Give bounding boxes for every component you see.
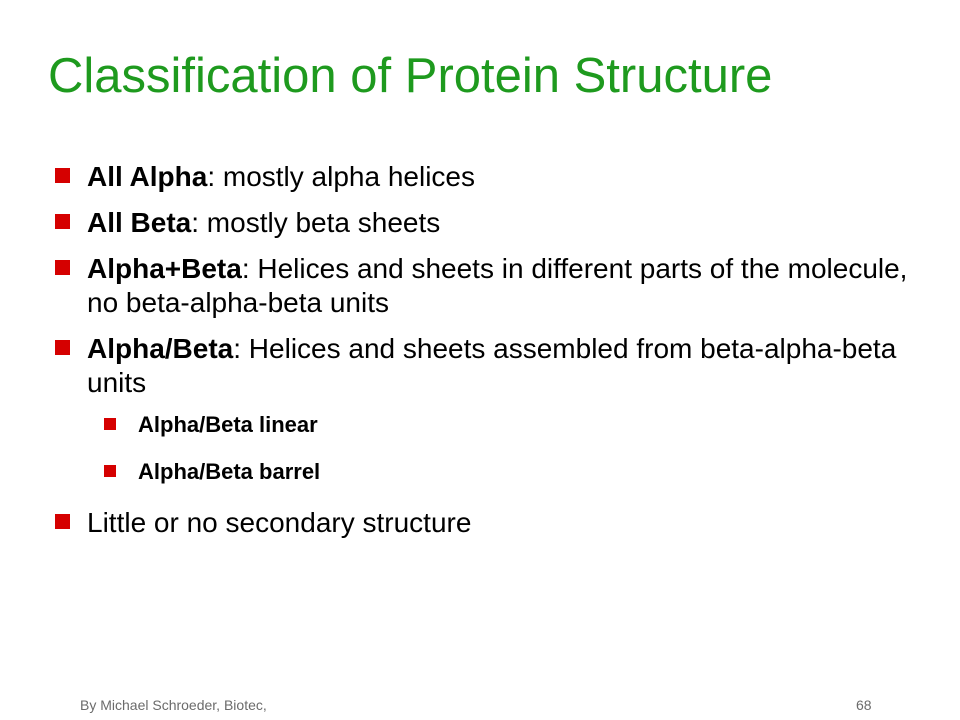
bullet-item-no-secondary-structure: Little or no secondary structure <box>55 506 915 540</box>
square-bullet-icon <box>55 214 70 229</box>
square-bullet-icon <box>104 418 116 430</box>
sub-bullet-item-linear: Alpha/Beta linear <box>90 412 915 438</box>
bullet-list: All Alpha: mostly alpha helices All Beta… <box>55 160 915 552</box>
bullet-description: : mostly beta sheets <box>191 207 441 238</box>
square-bullet-icon <box>55 514 70 529</box>
bullet-item-all-beta: All Beta: mostly beta sheets <box>55 206 915 240</box>
slide-title: Classification of Protein Structure <box>48 49 773 103</box>
footer-page-number: 68 <box>856 697 872 713</box>
footer-author: By Michael Schroeder, Biotec, <box>80 697 267 713</box>
square-bullet-icon <box>55 340 70 355</box>
bullet-description: : Helices and sheets in different parts … <box>87 253 908 318</box>
bullet-text: Little or no secondary structure <box>87 507 472 538</box>
bullet-item-alpha-slash-beta: Alpha/Beta: Helices and sheets assembled… <box>55 332 915 400</box>
bullet-term: Alpha/Beta <box>87 333 234 364</box>
sub-bullet-text: Alpha/Beta linear <box>138 412 318 437</box>
bullet-item-all-alpha: All Alpha: mostly alpha helices <box>55 160 915 194</box>
bullet-term: All Alpha <box>87 161 208 192</box>
bullet-description: : mostly alpha helices <box>207 161 475 192</box>
square-bullet-icon <box>55 168 70 183</box>
bullet-term: All Beta <box>87 207 192 238</box>
bullet-item-alpha-plus-beta: Alpha+Beta: Helices and sheets in differ… <box>55 252 915 320</box>
sub-bullet-text: Alpha/Beta barrel <box>138 459 321 484</box>
sub-bullet-item-barrel: Alpha/Beta barrel <box>90 459 915 485</box>
square-bullet-icon <box>104 465 116 477</box>
bullet-description: : Helices and sheets assembled from beta… <box>87 333 897 398</box>
square-bullet-icon <box>55 260 70 275</box>
bullet-term: Alpha+Beta <box>87 253 242 284</box>
